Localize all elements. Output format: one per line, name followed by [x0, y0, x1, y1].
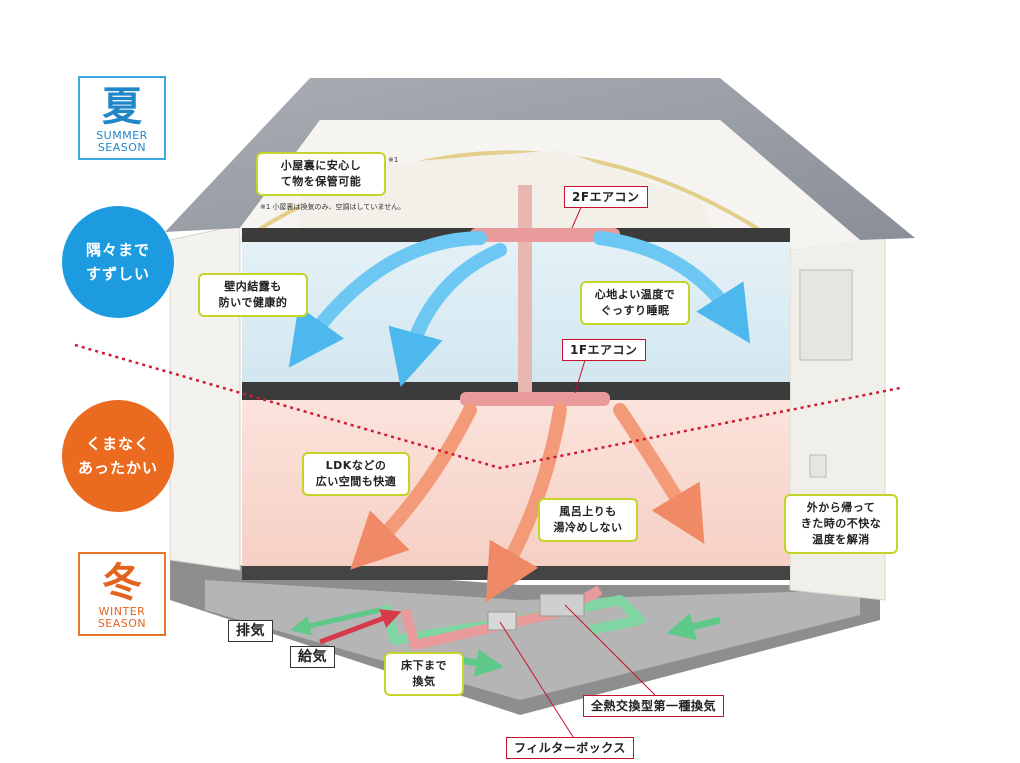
ldk-callout: LDKなどの 広い空間も快適 — [302, 452, 410, 496]
cool-badge: 隅々まで すずしい — [62, 206, 174, 318]
condensation-callout: 壁内結露も 防いで健康的 — [198, 273, 308, 317]
filter-box-tag: フィルターボックス — [506, 737, 634, 759]
return-home-callout-line1: 外から帰って — [806, 501, 876, 514]
underfloor-callout: 床下まで 換気 — [384, 652, 464, 696]
summer-en-line2: SEASON — [97, 141, 147, 154]
underfloor-callout-line1: 床下まで — [401, 659, 447, 672]
attic-callout-line1: 小屋裏に安心し — [280, 159, 362, 172]
ldk-callout-line2: 広い空間も快適 — [315, 475, 397, 488]
bath-callout-line1: 風呂上りも — [559, 505, 617, 518]
underfloor-airflow-arrow — [666, 613, 721, 641]
first-floor-slab — [242, 566, 790, 580]
sleep-callout: 心地よい温度で ぐっすり睡眠 — [580, 281, 690, 325]
cool-badge-line2: すずしい — [85, 265, 150, 283]
sleep-callout-line2: ぐっすり睡眠 — [600, 304, 670, 317]
underfloor-airflow-arrow — [459, 648, 504, 677]
winter-en-line2: SEASON — [97, 617, 147, 630]
warm-airflow-arrow — [350, 403, 477, 570]
ac2f-leader-line — [571, 204, 583, 229]
season-divider — [74, 343, 901, 470]
cool-airflow-arrow — [388, 243, 507, 387]
erv-leader-line — [564, 604, 661, 701]
return-home-callout: 外から帰って きた時の不快な 温度を解消 — [784, 494, 898, 554]
return-home-callout-line2: きた時の不快な — [800, 517, 882, 530]
summer-en-line1: SUMMER — [96, 129, 148, 142]
condensation-callout-line2: 防いで健康的 — [218, 296, 288, 309]
warm-badge: くまなく あったかい — [62, 400, 174, 512]
duct-1f — [460, 392, 610, 406]
return-home-callout-line3: 温度を解消 — [812, 533, 870, 546]
attic-footnote-mark: ※1 — [388, 156, 399, 164]
winter-en-line1: WINTER — [98, 605, 146, 618]
window-upper — [799, 269, 853, 361]
ac-2f-tag: 2Fエアコン — [564, 186, 648, 208]
warm-airflow-arrow — [613, 403, 705, 545]
cool-badge-line1: 隅々まで — [85, 241, 150, 259]
summer-kanji: 夏 — [102, 84, 142, 130]
warm-airflow-arrow — [486, 403, 567, 603]
ac1f-leader-line — [574, 359, 586, 394]
erv-tag: 全熱交換型第一種換気 — [583, 695, 725, 717]
winter-kanji: 冬 — [102, 560, 142, 606]
roof — [165, 78, 915, 240]
filter-leader-line — [499, 621, 576, 741]
ldk-callout-line1: LDKなどの — [325, 459, 387, 472]
bath-callout: 風呂上りも 湯冷めしない — [538, 498, 638, 542]
erv-unit — [539, 593, 585, 617]
duct-2f — [470, 228, 620, 242]
attic-footnote: ※1 小屋裏は換気のみ、空調はしていません。 — [260, 203, 406, 211]
exhaust-tag: 排気 — [228, 620, 273, 642]
attic-room — [300, 150, 720, 240]
cool-airflow-arrow — [593, 231, 751, 344]
warm-badge-line2: あったかい — [77, 459, 158, 477]
attic-callout-line2: て物を保管可能 — [280, 175, 362, 188]
exhaust-arrow — [290, 607, 381, 636]
underfloor-callout-line2: 換気 — [412, 675, 436, 688]
summer-season-label: 夏 SUMMER SEASON — [78, 76, 166, 160]
second-floor-slab — [242, 382, 790, 400]
ac-1f-tag: 1Fエアコン — [562, 339, 646, 361]
sleep-callout-line1: 心地よい温度で — [594, 288, 676, 301]
cool-airflow-arrow — [288, 231, 487, 368]
supply-arrow — [319, 609, 402, 645]
filter-box — [487, 611, 517, 631]
vertical-duct — [518, 185, 532, 395]
window-lower — [809, 454, 827, 478]
bath-callout-line2: 湯冷めしない — [553, 521, 623, 534]
condensation-callout-line1: 壁内結露も — [224, 280, 282, 293]
supply-tag: 給気 — [290, 646, 335, 668]
warm-badge-line1: くまなく — [85, 435, 150, 453]
winter-season-label: 冬 WINTER SEASON — [78, 552, 166, 636]
attic-callout: 小屋裏に安心し て物を保管可能 — [256, 152, 386, 196]
